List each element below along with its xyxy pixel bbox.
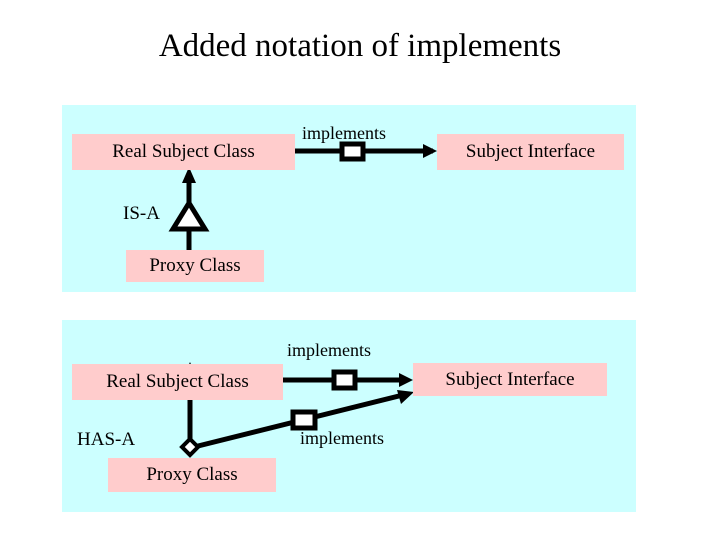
class-box-real-subject-class[interactable]: Real Subject Class xyxy=(72,134,295,170)
connector-label-has-a: HAS-A xyxy=(77,429,136,450)
hollow-square-node-top xyxy=(331,369,358,391)
class-box-subject-interface[interactable]: Subject Interface xyxy=(437,134,624,170)
diagram-panel-has-a: implements Real Subject Class Subject In… xyxy=(62,320,636,512)
implements-connector-line xyxy=(295,144,437,158)
page-title: Added notation of implements xyxy=(158,28,562,64)
diagram-panel-is-a: Real Subject Class Subject Interface Pro… xyxy=(62,105,636,292)
hollow-diamond-node xyxy=(179,436,201,458)
connector-label-implements-top: implements xyxy=(287,340,371,360)
class-box-proxy-class[interactable]: Proxy Class xyxy=(126,250,264,282)
class-box-proxy-class[interactable]: Proxy Class xyxy=(108,458,276,492)
connector-label-implements: implements xyxy=(302,123,386,143)
hollow-square-node-diagonal xyxy=(290,409,318,431)
connector-label-implements-bottom: implements xyxy=(300,428,384,448)
implements-connector-top-line xyxy=(283,373,413,387)
hollow-square-node xyxy=(339,141,366,162)
is-a-connector-line xyxy=(182,167,196,250)
connector-label-is-a: IS-A xyxy=(123,203,160,224)
class-box-subject-interface[interactable]: Subject Interface xyxy=(413,363,607,396)
class-box-real-subject-class[interactable]: Real Subject Class xyxy=(72,364,283,400)
hollow-triangle-node xyxy=(168,198,210,232)
